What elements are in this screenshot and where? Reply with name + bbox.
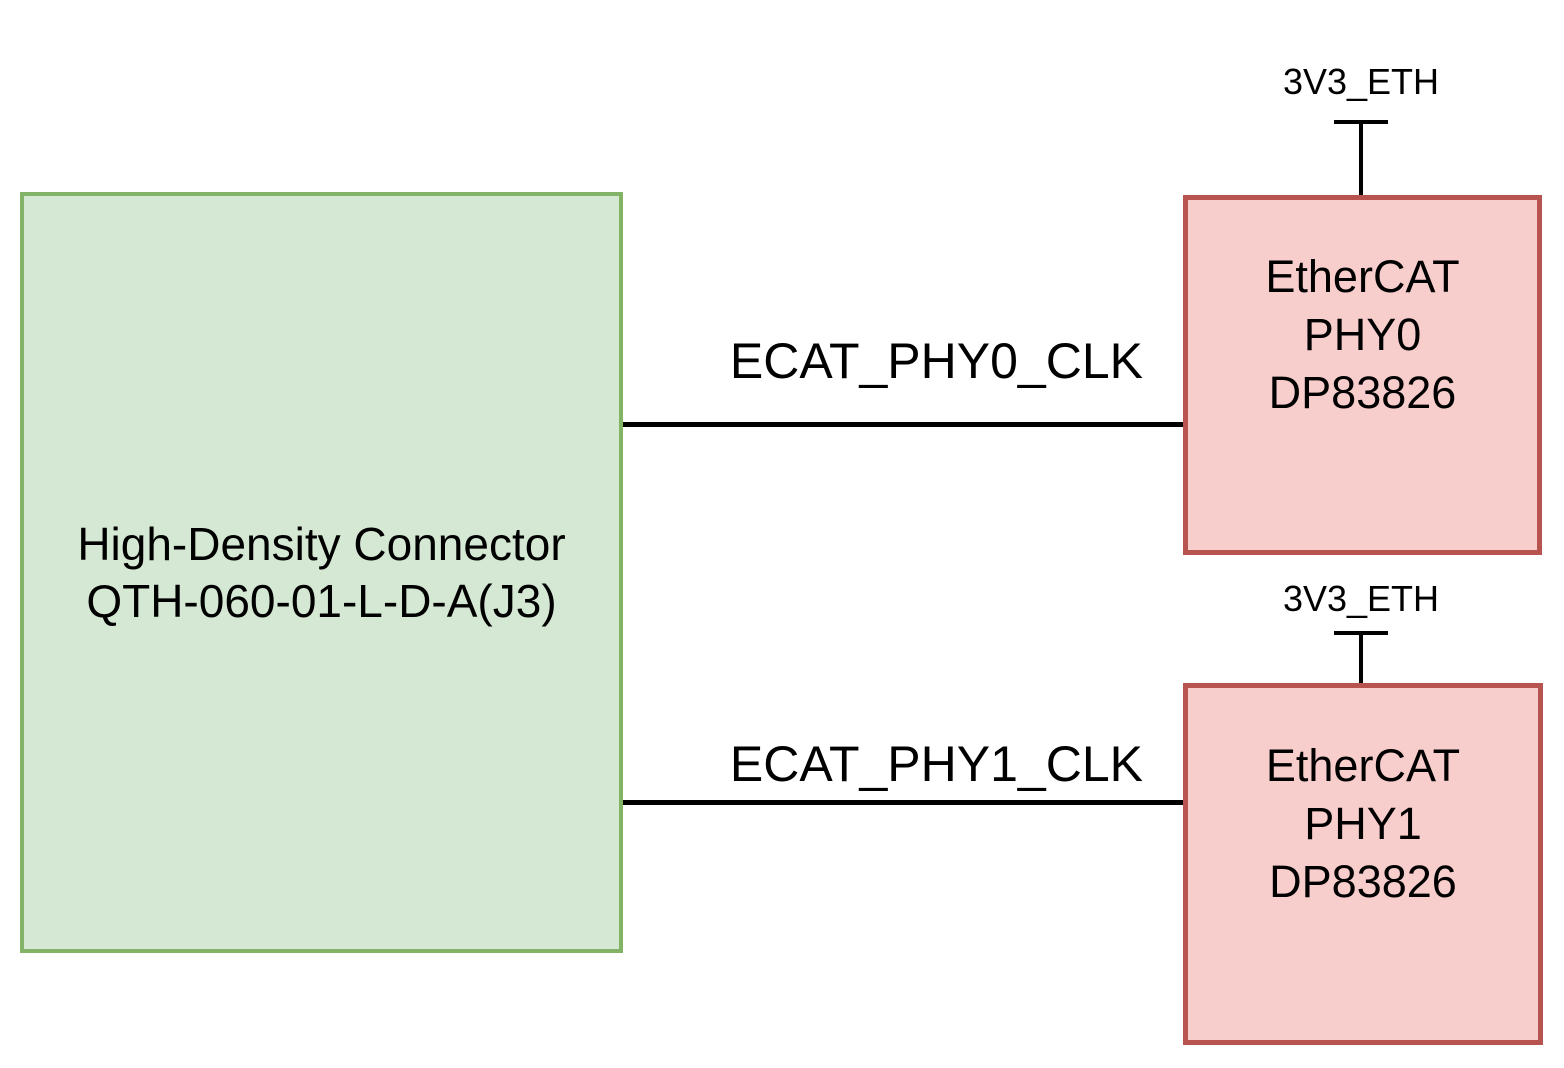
net-label-ecat-phy0-clk: ECAT_PHY0_CLK <box>729 333 1143 389</box>
connector-box-label: High-Density Connector QTH-060-01-L-D-A(… <box>77 516 565 630</box>
connector-box-label-line2: QTH-060-01-L-D-A(J3) <box>86 574 557 627</box>
phy1-box-label-line2: PHY1 <box>1304 798 1422 849</box>
power-rail-stem-phy1 <box>1359 631 1363 685</box>
phy0-box-label: EtherCAT PHY0 DP83826 <box>1265 248 1459 422</box>
phy0-box: EtherCAT PHY0 DP83826 <box>1183 195 1542 555</box>
power-rail-stem-phy0 <box>1359 120 1363 195</box>
phy0-box-label-line1: EtherCAT <box>1265 251 1460 302</box>
power-rail-label-phy0: 3V3_ETH <box>1282 61 1440 102</box>
net-line-ecat-phy0-clk <box>623 422 1183 427</box>
net-line-ecat-phy1-clk <box>623 800 1183 805</box>
phy1-box: EtherCAT PHY1 DP83826 <box>1183 683 1543 1045</box>
phy1-box-label-line1: EtherCAT <box>1265 740 1461 791</box>
phy1-box-label: EtherCAT PHY1 DP83826 <box>1266 737 1460 911</box>
phy1-box-label-line3: DP83826 <box>1269 856 1457 907</box>
phy0-box-label-line2: PHY0 <box>1303 309 1422 360</box>
phy0-box-label-line3: DP83826 <box>1268 367 1457 418</box>
connector-box: High-Density Connector QTH-060-01-L-D-A(… <box>20 192 623 953</box>
net-label-ecat-phy1-clk: ECAT_PHY1_CLK <box>729 736 1143 792</box>
power-rail-label-phy1: 3V3_ETH <box>1282 578 1440 619</box>
connector-box-label-line1: High-Density Connector <box>77 517 566 570</box>
